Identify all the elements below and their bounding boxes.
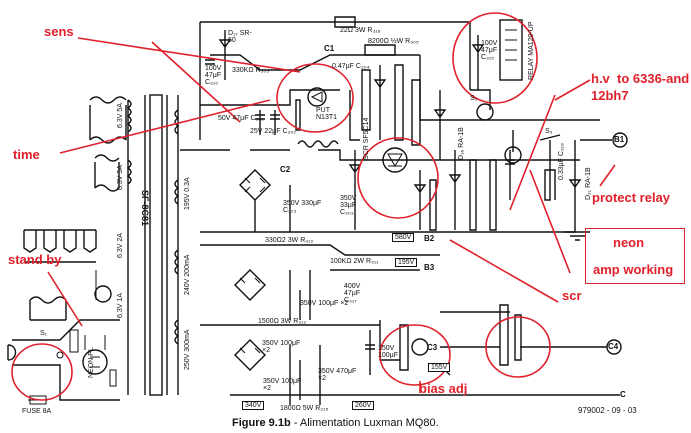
power-transformer: [126, 94, 180, 396]
label-r312: 1500Ω 3W R₃₁₂: [258, 318, 307, 325]
heater-coils: [23, 96, 127, 321]
label-c-pair-3: 350V 470μF ×2: [318, 368, 357, 382]
label-r318: 22Ω 3W R₃₁₈: [340, 27, 381, 34]
label-r303: 330KΩ R₃₀₃: [232, 67, 270, 74]
bias-section: [365, 304, 622, 376]
annotation-stand-by: stand by: [8, 252, 62, 267]
bridge-rectifier-1: [239, 169, 291, 232]
label-fuse: FUSE 8A: [22, 408, 52, 415]
terminal-c3: C3: [427, 343, 438, 352]
label-scr: SCR SF5C14: [363, 117, 370, 160]
label-c-pair-2: 350V 100μF ×2: [262, 340, 301, 354]
drawing-code: 979002 - 09 - 03: [578, 406, 637, 415]
label-s2: S₂: [470, 95, 478, 102]
label-c302: 25V 22μF C₃₀₂: [250, 128, 296, 135]
label-c315: 100V 47μF C₃₁₅: [481, 40, 498, 61]
label-c318: 0.33μF C₃₁₈: [558, 142, 565, 180]
top-supply-rail: [199, 16, 600, 140]
label-c303b: 350V 33μF C₃₀₃: [340, 195, 357, 216]
neon-annotation-box: [585, 228, 685, 284]
terminal-c1: C1: [324, 44, 335, 53]
label-c304: 0.47μF C₃₀₄: [332, 63, 370, 70]
voltage-badge-340: 340V: [242, 401, 265, 410]
label-d17: D₁₇ SR-60: [228, 30, 252, 44]
label-s3: S₃: [545, 128, 553, 135]
label-winding-1: 6.3V 5A: [117, 103, 124, 128]
label-c-pair-4: 350V 100μF ×2: [263, 378, 302, 392]
label-winding-4: 6.3V 1A: [117, 293, 124, 318]
terminal-b1: B1: [614, 135, 625, 144]
neon-pilot-lamp: [69, 329, 117, 387]
label-c301: 50V 47μF C₃₀₁: [218, 115, 264, 122]
label-winding-5: 195V 0.3A: [184, 177, 191, 210]
terminal-b3: B3: [424, 263, 435, 272]
label-d21: D₂₁ RA-1B: [585, 167, 592, 200]
annotation-hv: h.v to 6336-and 12bh7: [591, 71, 690, 103]
transformer-label: SF-8C81: [140, 190, 150, 227]
voltage-badge-195: 195V: [395, 258, 418, 267]
label-winding-2: 6.3V 5A: [117, 165, 124, 190]
label-c310: 100V 47μF C₃₁₀: [205, 65, 222, 86]
bridge-rectifier-3: [200, 324, 620, 405]
timer-section: [200, 64, 447, 160]
label-d16: D₁₆ RA-1B: [458, 127, 465, 160]
label-c-bias: 150V 100μF: [378, 345, 398, 359]
annotation-sens: sens: [44, 24, 74, 39]
label-winding-3: 6.3V 2A: [117, 233, 124, 258]
label-r315: 1800Ω 5W R₃₁₅: [280, 405, 329, 412]
label-r310: 330Ω2 3W R₃₁₀: [265, 237, 314, 244]
annotation-leaders: [47, 37, 616, 393]
terminal-b2: B2: [424, 234, 435, 243]
label-c317: 400V 47μF C₃₁₇: [344, 283, 361, 304]
label-relay: RELAY MA120-UP: [528, 21, 535, 81]
label-neon-pl: NEON PL: [88, 347, 95, 378]
annotation-bias-adj: bias adj: [419, 381, 468, 396]
label-c323: 350V 330μF C₃₂₃: [283, 200, 322, 214]
label-r305: 8200Ω ½W R₃₀₅: [368, 38, 419, 45]
terminal-c: C: [620, 390, 626, 399]
figure-title: - Alimentation Luxman MQ80.: [290, 417, 439, 429]
bridge-rectifier-2: [200, 244, 440, 320]
label-winding-7: 250V 300mA: [184, 329, 191, 370]
terminal-c2: C2: [280, 165, 291, 174]
scr-block: [348, 147, 497, 231]
voltage-badge-260: 260V: [352, 401, 375, 410]
label-c-pair-1: 350V 100μF ×2: [300, 300, 349, 307]
annotation-time: time: [13, 147, 40, 162]
protect-relay-block: [470, 19, 523, 121]
figure-number: Figure 9.1b: [232, 417, 291, 429]
annotation-amp-working: amp working: [593, 262, 674, 277]
annotation-neon: neon: [613, 235, 645, 250]
b1-rail: [180, 130, 628, 241]
label-put: PUT N13T1: [316, 107, 338, 121]
label-r311: 100KΩ 2W R₃₁₁: [330, 258, 379, 265]
annotation-ellipses: [11, 12, 551, 401]
voltage-badge-155: 155V: [428, 363, 451, 372]
annotation-scr: scr: [562, 288, 582, 303]
annotation-protect-relay: protect relay: [592, 190, 671, 205]
terminal-c4: C4: [608, 342, 619, 351]
label-winding-6: 240V 200mA: [184, 254, 191, 295]
label-s1: S₁: [40, 330, 48, 337]
figure-caption: Figure 9.1b - Alimentation Luxman MQ80.: [232, 417, 439, 429]
voltage-badge-580: 580V: [392, 233, 415, 242]
